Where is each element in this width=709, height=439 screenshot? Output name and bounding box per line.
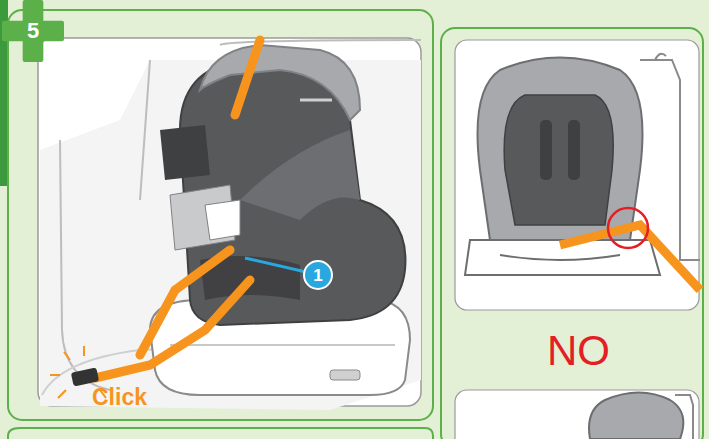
child-seat-front bbox=[589, 393, 693, 439]
callout-number: 1 bbox=[303, 260, 333, 290]
vehicle-belt bbox=[95, 40, 260, 378]
callout-number-text: 1 bbox=[313, 267, 322, 284]
picture-frame bbox=[455, 390, 699, 439]
step-panel bbox=[8, 10, 433, 420]
click-label: Click bbox=[92, 386, 147, 409]
warning-label: NO bbox=[547, 330, 610, 372]
picture-frame bbox=[455, 40, 699, 310]
leader-line bbox=[245, 258, 306, 272]
vehicle-seat bbox=[40, 40, 421, 410]
vehicle-belt bbox=[560, 225, 700, 290]
side-panel bbox=[441, 28, 703, 439]
warning-circle bbox=[608, 208, 648, 248]
step-badge-text: 5 bbox=[27, 20, 39, 42]
next-panel bbox=[8, 428, 433, 439]
child-seat bbox=[160, 45, 405, 325]
step-badge: 5 bbox=[2, 0, 64, 62]
